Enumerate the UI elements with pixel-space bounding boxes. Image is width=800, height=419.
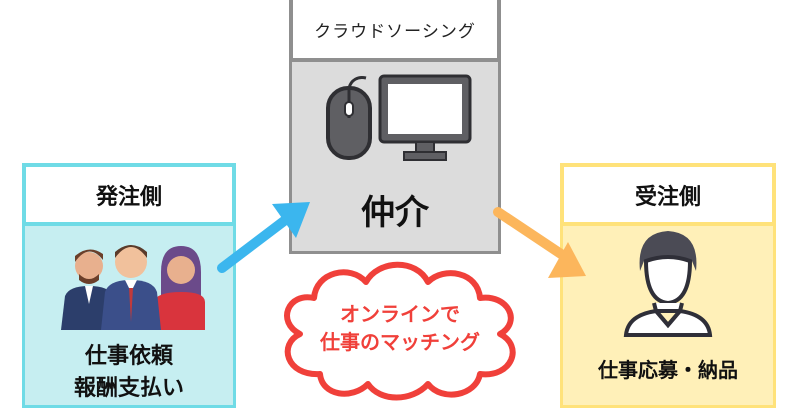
worker-header: 受注側 [560, 163, 776, 226]
client-header: 発注側 [22, 163, 236, 226]
worker-line-1: 仕事応募・納品 [598, 358, 738, 382]
monitor-icon [378, 74, 472, 161]
cloud-line-1: オンラインで [340, 302, 460, 326]
computer-icons [326, 74, 472, 161]
business-people-icon [61, 245, 205, 330]
worker-person-icon [623, 231, 713, 337]
mediator-header: クラウドソーシング [289, 0, 501, 62]
arrow-right-down-icon [493, 207, 586, 278]
cloud-line-2: 仕事のマッチング [320, 330, 480, 354]
mediator-label: 仲介 [361, 193, 429, 233]
client-line-1: 仕事依頼 [84, 344, 173, 369]
client-line-2: 報酬支払い [73, 376, 184, 401]
matching-cloud [284, 261, 516, 401]
computer-mouse-icon [326, 76, 372, 160]
arrow-right-up-icon [217, 202, 310, 273]
